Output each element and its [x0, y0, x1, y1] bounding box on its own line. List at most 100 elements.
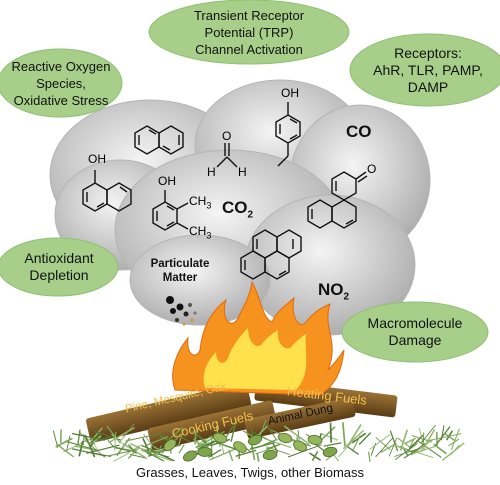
bubble-antioxidant: Antioxidant Depletion: [0, 238, 118, 296]
phenalenone-structure: [307, 171, 368, 229]
pyrene-structure: [240, 229, 302, 280]
leaf: [212, 432, 228, 444]
methyl-b-label: CH3: [189, 224, 212, 241]
formaldehyde-structure: [216, 143, 238, 168]
grass-blade: [375, 438, 393, 458]
grass-blade: [341, 422, 346, 447]
gas-no2-label: NO: [318, 280, 344, 299]
grass-blade: [427, 433, 462, 442]
grass-blade: [448, 438, 460, 447]
naphthol-structure: [82, 170, 132, 212]
leaf: [307, 435, 323, 445]
bubble-macromolecule: Macromolecule Damage: [342, 302, 488, 362]
grass-blade: [166, 429, 192, 443]
chemical-structures: [82, 102, 368, 280]
grass-blade: [369, 434, 391, 450]
leaf: [247, 434, 263, 446]
grass-blade: [88, 451, 111, 458]
grass-blade: [78, 440, 84, 457]
grass-blade: [263, 438, 278, 446]
grass-blade: [256, 452, 260, 462]
grass-blade: [66, 435, 71, 451]
dimethylphenol-oh-label: OH: [158, 174, 176, 188]
grass-blade: [266, 446, 290, 455]
grass-blade: [329, 422, 333, 443]
grass-blade: [320, 432, 339, 441]
grass-blade: [153, 445, 164, 454]
phenalenone-o-label: O: [367, 162, 377, 176]
grass-blade: [92, 435, 102, 444]
grass-blade: [392, 443, 407, 451]
grass-blade: [106, 437, 115, 448]
leaf: [262, 450, 278, 460]
grass-blade: [346, 424, 362, 447]
leaf: [197, 447, 213, 457]
grass-blade: [266, 443, 282, 450]
grass-blade: [444, 433, 455, 441]
grass-blade: [118, 423, 135, 444]
bubble-trp-shape: [148, 0, 350, 65]
biomass-caption: Grasses, Leaves, Twigs, other Biomass: [135, 465, 365, 480]
leaf: [233, 441, 247, 453]
grass-blade: [143, 433, 156, 450]
log-cooking: [147, 400, 277, 451]
grass-blade: [255, 448, 272, 455]
leaf: [163, 438, 177, 452]
grass-blade: [403, 447, 421, 459]
grass-blade: [311, 451, 319, 462]
grass-blade: [129, 453, 147, 459]
grass-blade: [450, 444, 460, 455]
smoke-cloud: [49, 79, 431, 336]
grass-blade: [404, 437, 416, 445]
gas-no2-subscript: 2: [343, 291, 350, 303]
bubble-ros: Reactive Oxygen Species, Oxidative Stres…: [0, 49, 122, 117]
formaldehyde-h1-label: H: [207, 165, 216, 179]
gas-co2-subscript: 2: [247, 209, 254, 221]
bubble-antioxidant-text: Antioxidant Depletion: [24, 250, 94, 283]
log-pine: [86, 382, 252, 443]
grass-blade: [140, 444, 155, 452]
grass-blade: [140, 449, 158, 455]
grass-blade: [108, 426, 135, 444]
log-dung: [244, 397, 356, 439]
particulate-matter-label: Particulate Matter: [150, 258, 210, 284]
leaf: [293, 440, 307, 452]
effect-bubbles: [0, 0, 500, 363]
leaf: [277, 432, 293, 444]
grass-blade: [420, 424, 436, 443]
grass-blade: [351, 435, 361, 452]
bubble-receptors: Receptors: AhR, TLR, PAMP, DAMP: [350, 34, 500, 106]
bubble-receptors-shape: [349, 33, 500, 107]
grass-blade: [191, 431, 207, 444]
bubble-ros-shape: [0, 48, 123, 118]
grass-blade: [77, 429, 81, 446]
bubble-trp: Transient Receptor Potential (TRP) Chann…: [149, 0, 349, 64]
grass-blade: [368, 451, 371, 462]
grass-blade: [415, 439, 434, 453]
grass-blade: [144, 450, 165, 462]
grass-blade: [56, 443, 74, 458]
ethylphenol-structure: [275, 102, 301, 167]
grass-blade: [389, 430, 399, 452]
methyl-a-label: CH3: [189, 194, 212, 211]
grass-blade: [208, 448, 222, 458]
gas-co-label: CO: [346, 122, 372, 141]
bubble-trp-text: Transient Receptor Potential (TRP) Chann…: [193, 7, 305, 57]
naphthalene-structure: [134, 125, 184, 155]
bubble-macromolecule-shape: [341, 301, 489, 363]
grass-blade: [397, 437, 411, 448]
grass-blade: [150, 449, 175, 462]
grass-blade: [114, 431, 117, 451]
grass-blade: [220, 441, 225, 454]
grass-blade: [90, 427, 103, 442]
grass-blade: [71, 432, 105, 441]
grass-blade: [146, 436, 169, 446]
gas-co: CO: [346, 122, 372, 142]
gas-co2: CO2: [222, 198, 253, 220]
grass-blade: [394, 447, 420, 457]
grass-blade: [189, 428, 208, 443]
grass-blade: [106, 425, 121, 443]
grass-blade: [268, 427, 278, 441]
